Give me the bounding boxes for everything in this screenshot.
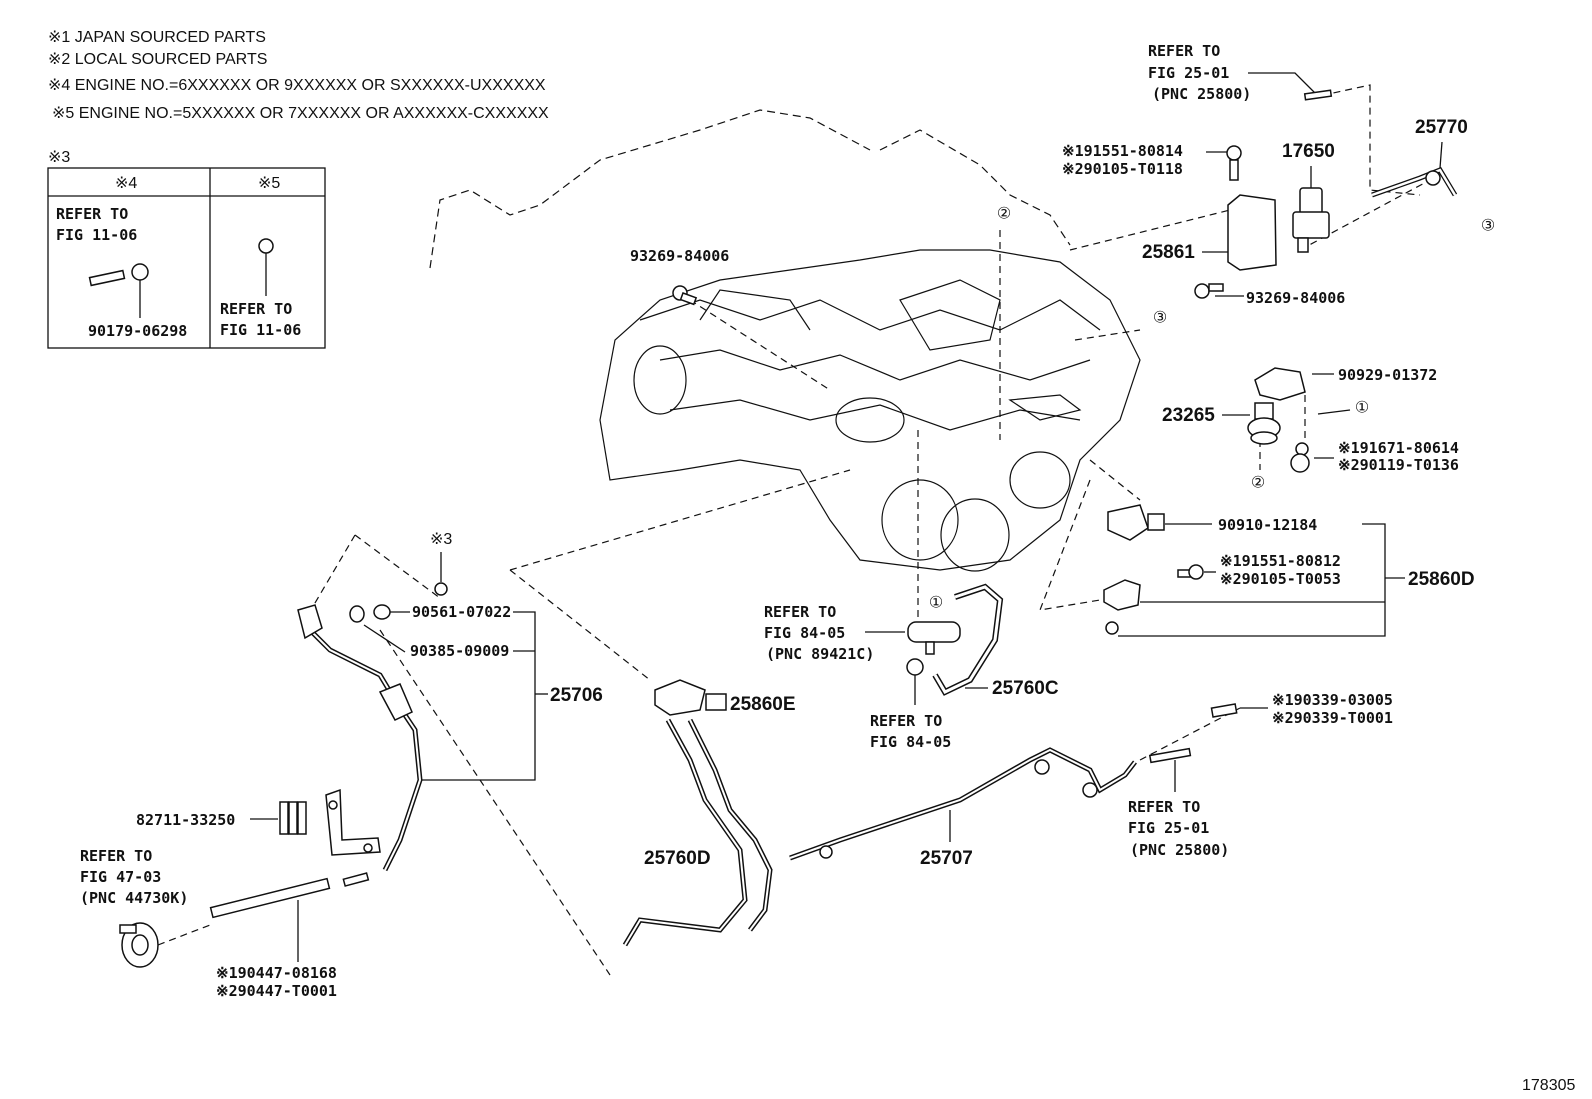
- note-japan-sourced: ※1 JAPAN SOURCED PARTS: [48, 29, 266, 46]
- part-25760C-label: 25760C: [992, 678, 1059, 699]
- figure-number: 178305: [1522, 1077, 1575, 1094]
- part-191551-80812-label: ※191551-80812: [1220, 552, 1341, 570]
- vsv-25860D-icon: [1107, 504, 1165, 541]
- pipe-clip-icon: [378, 683, 413, 721]
- pipe-bracket-icon: [297, 604, 323, 640]
- inset-table: [47, 167, 326, 349]
- sensor-23265-icon: [1247, 402, 1281, 445]
- inset-part-90179-06298: 90179-06298: [88, 322, 187, 340]
- part-190339-03005-label: ※190339-03005: [1272, 691, 1393, 709]
- callout-2-right: ②: [1251, 475, 1265, 492]
- refer-fig-25-01-line2: FIG 25-01: [1148, 64, 1229, 82]
- sensor-89421C-icon: [907, 621, 961, 655]
- vsv-25860E-icon: [654, 679, 727, 716]
- callout-1-right: ①: [1355, 400, 1369, 417]
- hose-clamp-icon: [1425, 170, 1441, 186]
- note-engine-no-4: ※4 ENGINE NO.=6XXXXXX OR 9XXXXXX OR SXXX…: [48, 77, 546, 94]
- refer-fig-47-03-line3: (PNC 44730K): [80, 889, 188, 907]
- marker-3: ※3: [430, 531, 452, 548]
- refer-fig-84-05-line3: (PNC 89421C): [766, 645, 874, 663]
- hose-end-icon: [342, 872, 370, 887]
- refer-fig-84-05-line2: FIG 84-05: [764, 624, 845, 642]
- bracket-icon: [325, 788, 381, 856]
- part-17650-label: 17650: [1282, 141, 1335, 162]
- bolt-icon: [1290, 442, 1310, 473]
- refer-fig-84-05-line1: REFER TO: [764, 603, 836, 621]
- inset-left-refer-line1: REFER TO: [56, 205, 128, 223]
- hose-end-icon: [1303, 89, 1333, 101]
- part-191551-80814-label: ※191551-80814: [1062, 142, 1183, 160]
- part-25860E-label: 25860E: [730, 694, 796, 715]
- refer-fig-25-01-line3: (PNC 25800): [1152, 85, 1251, 103]
- vsv-17650-icon: [1292, 166, 1330, 253]
- hose-25760D-b: [687, 718, 773, 932]
- dashed-leaders: [304, 84, 1431, 976]
- callout-3-engine: ③: [1153, 310, 1167, 327]
- part-290105-T0053-label: ※290105-T0053: [1220, 570, 1341, 588]
- connector-90929-icon: [1254, 367, 1306, 401]
- inset-right-refer-line2: FIG 11-06: [220, 321, 301, 339]
- note-local-sourced: ※2 LOCAL SOURCED PARTS: [48, 51, 267, 68]
- part-290447-T0001-label: ※290447-T0001: [216, 982, 337, 1000]
- part-290105-T0118-label: ※290105-T0118: [1062, 160, 1183, 178]
- part-290339-T0001-label: ※290339-T0001: [1272, 709, 1393, 727]
- washer-icon: [349, 604, 391, 623]
- part-25706-label: 25706: [550, 685, 603, 706]
- part-191671-80614-label: ※191671-80614: [1338, 439, 1459, 457]
- part-90929-01372-label: 90929-01372: [1338, 366, 1437, 384]
- inset-nut-icon: [258, 238, 274, 296]
- engine-outline: [429, 109, 1141, 572]
- union-fitting-icon: [119, 922, 159, 968]
- part-90910-12184-label: 90910-12184: [1218, 516, 1317, 534]
- hose-190447-icon: [209, 877, 331, 919]
- callout-3-right: ③: [1481, 218, 1495, 235]
- nut-icon: [434, 552, 448, 596]
- part-90385-09009-label: 90385-09009: [410, 642, 509, 660]
- bolt-icon: [1226, 145, 1242, 181]
- refer-fig-25-01b-line2: FIG 25-01: [1128, 819, 1209, 837]
- note-engine-no-5: ※5 ENGINE NO.=5XXXXXX OR 7XXXXXX OR AXXX…: [52, 105, 549, 122]
- inset-col-5: ※5: [258, 175, 280, 192]
- part-25861-label: 25861: [1142, 242, 1195, 263]
- bolt-icon: [672, 285, 698, 306]
- part-190447-08168-label: ※190447-08168: [216, 964, 337, 982]
- part-25770-label: 25770: [1415, 117, 1468, 138]
- inset-right-refer-line1: REFER TO: [220, 300, 292, 318]
- refer-fig-25-01b-line1: REFER TO: [1128, 798, 1200, 816]
- inset-stud-bolt-icon: [88, 263, 149, 318]
- bolt-icon: [1194, 283, 1224, 299]
- part-82711-33250-label: 82711-33250: [136, 811, 235, 829]
- pipe-clamp-icon: [1082, 782, 1098, 798]
- pipe-clamp-icon: [819, 845, 833, 859]
- hose-end-icon: [1148, 747, 1192, 764]
- refer-fig-84-05b-line1: REFER TO: [870, 712, 942, 730]
- clip-82711-icon: [279, 801, 307, 835]
- part-290119-T0136-label: ※290119-T0136: [1338, 456, 1459, 474]
- callout-1-center: ①: [929, 595, 943, 612]
- refer-fig-47-03-line1: REFER TO: [80, 847, 152, 865]
- part-23265-label: 23265: [1162, 405, 1215, 426]
- hose-190339-icon: [1210, 703, 1238, 718]
- inset-col-4: ※4: [115, 175, 137, 192]
- callout-2-engine: ②: [997, 206, 1011, 223]
- pipe-clamp-icon: [1034, 759, 1050, 775]
- bracket-25860D-icon: [1103, 579, 1141, 635]
- part-25860D-label: 25860D: [1408, 569, 1475, 590]
- refer-fig-25-01-line1: REFER TO: [1148, 42, 1220, 60]
- refer-fig-84-05b-line2: FIG 84-05: [870, 733, 951, 751]
- inset-left-refer-line2: FIG 11-06: [56, 226, 137, 244]
- refer-fig-47-03-line2: FIG 47-03: [80, 868, 161, 886]
- refer-fig-25-01b-line3: (PNC 25800): [1130, 841, 1229, 859]
- part-25760D-label: 25760D: [644, 848, 711, 869]
- bolt-icon: [1177, 564, 1204, 580]
- part-93269-84006-left-label: 93269-84006: [630, 247, 729, 265]
- bracket-25861-icon: [1227, 194, 1277, 271]
- part-93269-84006-right-label: 93269-84006: [1246, 289, 1345, 307]
- bolt-icon: [906, 658, 924, 705]
- part-90561-07022-label: 90561-07022: [412, 603, 511, 621]
- inset-marker: ※3: [48, 149, 70, 166]
- part-25707-label: 25707: [920, 848, 973, 869]
